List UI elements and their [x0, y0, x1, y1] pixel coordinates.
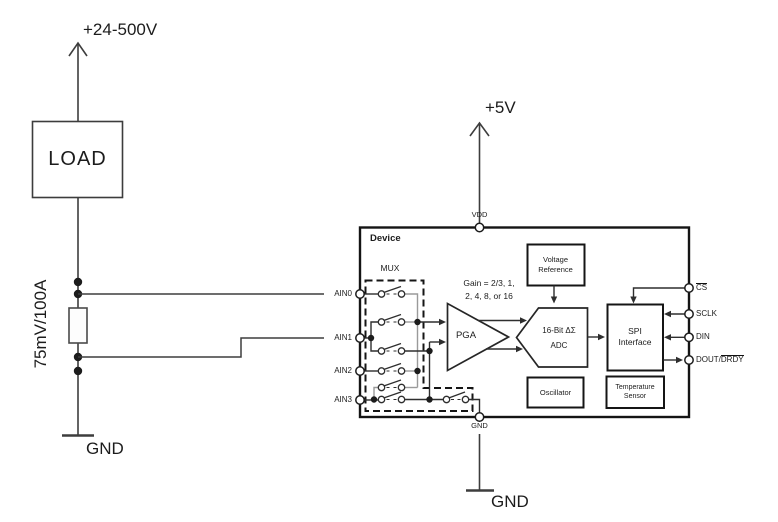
- oscillator-text: Oscillator: [539, 387, 572, 397]
- spi-line1: SPI: [628, 325, 642, 336]
- pin-label-ain2: AIN2: [334, 366, 352, 375]
- gnd-bottom-symbol: [466, 434, 494, 492]
- pin-label-dout-drdy: DOUT/DRDY: [696, 355, 744, 365]
- dout-pre: DOUT/: [696, 355, 721, 364]
- pin-label-din: DIN: [696, 332, 710, 342]
- pga-to-adc-lines: [478, 319, 522, 350]
- gain-annotation: Gain = 2/3, 1, 2, 4, 8, or 16: [446, 277, 532, 302]
- pin-label-ain0: AIN0: [334, 289, 352, 298]
- pin-label-gnd: GND: [471, 421, 488, 430]
- gnd-bottom-label: GND: [491, 492, 529, 511]
- drdy-overline: DRDY: [720, 355, 744, 364]
- pga-label: PGA: [455, 330, 477, 341]
- supply-high-label: +24-500V: [83, 20, 158, 39]
- pin-dout: [684, 355, 694, 365]
- spi-line2: Interface: [618, 337, 652, 347]
- switch-gnd-monitor: [442, 391, 470, 404]
- function-blocks: [526, 243, 665, 409]
- sense-wires: [78, 293, 324, 358]
- voltage-reference-box: [526, 243, 586, 287]
- signal-arrows: [553, 285, 686, 361]
- supply-5v-arrow: [469, 121, 490, 223]
- switch-ain3-n: [377, 391, 406, 404]
- gnd-left-label: GND: [86, 439, 124, 458]
- cs-overline: CS: [696, 283, 708, 292]
- switch-ain1-n: [377, 342, 406, 355]
- pin-ain0: [355, 289, 365, 299]
- pin-label-ain3: AIN3: [334, 395, 352, 404]
- switch-ain3-p: [377, 379, 406, 392]
- switch-ain0: [377, 285, 406, 298]
- temperature-sensor-label: Temperature Sensor: [606, 376, 664, 408]
- pin-cs: [684, 283, 694, 293]
- load-label: LOAD: [48, 147, 107, 170]
- shunt-branch: [62, 197, 94, 437]
- adc-hexagon: [515, 307, 589, 368]
- mux-junction-dots: [367, 318, 433, 403]
- switch-ain2: [377, 362, 406, 375]
- shunt-resistor: [68, 307, 88, 344]
- load-box: [31, 120, 124, 199]
- pin-din: [684, 332, 694, 343]
- vref-line2: Reference: [538, 265, 573, 274]
- gain-line1: Gain = 2/3, 1,: [463, 278, 515, 288]
- adc-line1: 16-Bit ΔΣ: [542, 326, 576, 335]
- pin-label-cs: CS: [696, 283, 708, 293]
- oscillator-label: Oscillator: [527, 377, 584, 407]
- switch-ain1-p: [377, 313, 406, 326]
- shunt-label: 75mV/100A: [31, 279, 50, 369]
- pin-ain1: [355, 333, 365, 343]
- oscillator-box: [526, 376, 585, 409]
- sclk-pre: SCLK: [696, 309, 717, 318]
- vref-line1: Voltage: [542, 255, 569, 264]
- din-pre: DIN: [696, 332, 710, 341]
- pin-gnd: [474, 412, 485, 422]
- pin-vdd: [474, 222, 485, 233]
- spi-interface-label: SPI Interface: [607, 304, 663, 370]
- pin-ain3: [355, 395, 365, 405]
- mux-dashed-outline: [364, 279, 474, 412]
- pga-input-arrowheads: [439, 318, 446, 346]
- pin-ain2: [355, 366, 365, 376]
- gain-line2: 2, 4, 8, or 16: [465, 290, 513, 301]
- pin-label-ain1: AIN1: [334, 333, 352, 342]
- device-title: Device: [370, 233, 401, 244]
- temp-line1: Temperature: [615, 383, 655, 391]
- mux-label: MUX: [380, 263, 400, 273]
- mux-switches: [377, 285, 470, 404]
- high-voltage-arrow: [68, 41, 88, 121]
- pin-label-vdd: VDD: [471, 210, 488, 219]
- adc-input-arrowheads: [516, 317, 527, 353]
- pin-label-sclk: SCLK: [696, 309, 717, 319]
- adc-label: 16-Bit ΔΣ ADC: [530, 323, 588, 353]
- voltage-reference-label: Voltage Reference: [527, 244, 584, 286]
- signal-arrowheads: [550, 296, 683, 364]
- temperature-sensor-box: [605, 375, 665, 409]
- pin-sclk: [684, 309, 694, 319]
- spi-interface-box: [606, 303, 664, 372]
- device-pins: [355, 222, 694, 422]
- temp-line2: Sensor: [623, 393, 647, 400]
- supply-5v-label: +5V: [485, 98, 516, 117]
- adc-line2: ADC: [550, 341, 568, 350]
